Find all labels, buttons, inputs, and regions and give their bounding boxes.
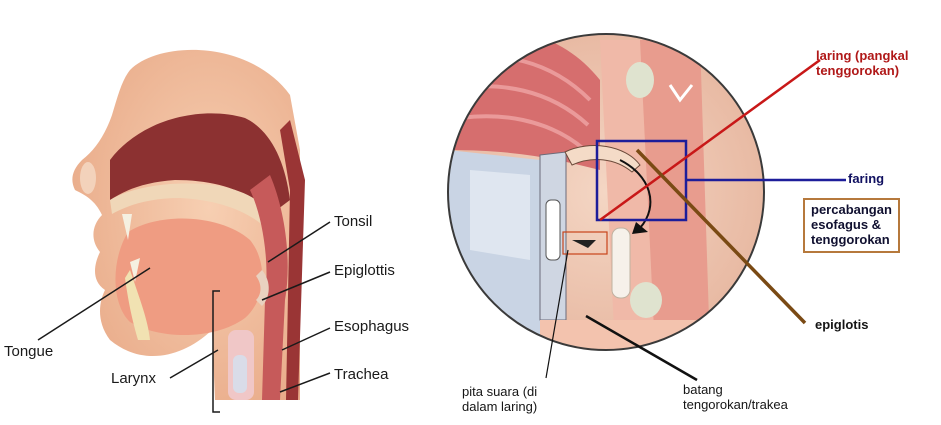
percabangan-label: percabangan esofagus & tenggorokan [803, 198, 900, 253]
pita-suara-line2: dalam laring) [462, 398, 538, 414]
tonsil-label: Tonsil [334, 213, 373, 230]
pita-suara-line1: pita suara (di [462, 384, 538, 399]
laring-label-line1: laring (pangkal [816, 48, 909, 63]
laring-pointer [599, 58, 821, 222]
laring-label: laring (pangkal tenggorokan) [816, 48, 909, 79]
percabangan-line2: esofagus & [811, 216, 882, 232]
percabangan-line3: tenggorokan [811, 231, 890, 247]
trachea-label: Trachea [334, 366, 389, 383]
nasal-cavity [110, 113, 290, 215]
esophagus-pointer [281, 327, 331, 351]
batang-pointer [585, 314, 698, 382]
larynx-bracket [212, 290, 220, 413]
epiglotis-label: epiglotis [815, 317, 869, 332]
right-pointer-lines [545, 58, 846, 382]
percabangan-line1: percabangan [811, 202, 892, 217]
pita-suara-label: pita suara (di dalam laring) [462, 384, 538, 415]
larynx-pointer [169, 349, 219, 379]
epiglotis-pointer [635, 148, 807, 325]
batang-line1: batang [683, 382, 723, 397]
tongue-pointer [37, 267, 151, 341]
batang-line2: tengorokan/trakea [683, 396, 788, 412]
tongue-shape [115, 218, 263, 336]
esophagus-label: Esophagus [334, 318, 410, 335]
left-pointer-lines [37, 221, 331, 413]
tongue-label: Tongue [4, 343, 54, 360]
epiglottis-pointer [261, 271, 331, 301]
trachea-pointer [279, 372, 331, 393]
head-cross-section [72, 49, 305, 400]
magnified-larynx-view [447, 33, 765, 351]
larynx-label: Larynx [111, 370, 157, 387]
epiglottis-label: Epiglottis [334, 262, 395, 279]
laring-label-line2: tenggorokan) [816, 62, 900, 78]
tonsil-pointer [267, 221, 331, 263]
faring-label: faring [848, 171, 885, 186]
batang-label: batang tengorokan/trakea [683, 382, 788, 413]
pita-suara-pointer [545, 249, 569, 379]
